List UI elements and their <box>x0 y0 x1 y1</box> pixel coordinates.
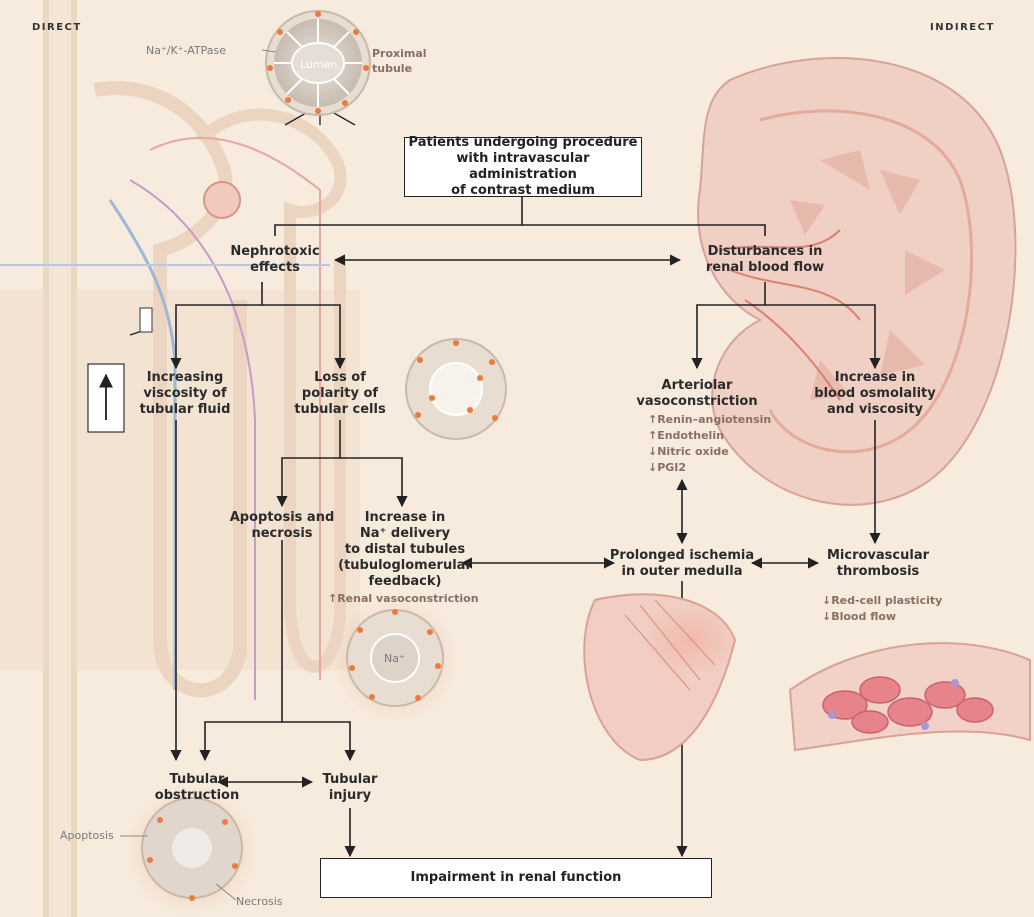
renal-vasoconstriction-note: ↑Renal vasoconstriction <box>328 591 479 607</box>
viscosity-line-3: tubular fluid <box>140 402 231 417</box>
polarity-line-2: polarity of <box>302 386 378 401</box>
na-delivery-line-5: feedback) <box>369 574 442 589</box>
apoptosis-necrosis-node: Apoptosis and necrosis <box>230 510 335 542</box>
tubule-inset-marker <box>140 308 152 332</box>
polarity-line-3: tubular cells <box>294 402 385 417</box>
start-line-3: of contrast medium <box>451 183 595 199</box>
obstruction-line-1: Tubular <box>170 772 225 787</box>
tubular-injury-node: Tubular injury <box>323 772 378 804</box>
tubular-obstruction-node: Tubular obstruction <box>155 772 239 804</box>
arteriolar-node: Arteriolar vasoconstriction <box>636 378 757 410</box>
start-line-2: with intravascular administration <box>405 151 641 183</box>
factor-renin: ↑Renin–angiotensin <box>648 413 771 426</box>
direct-label: DIRECT <box>32 22 82 33</box>
proximal-tubule-annotation: Proximal tubule <box>372 46 427 76</box>
disturbances-line-1: Disturbances in <box>708 244 823 259</box>
proximal-tubule-line-1: Proximal <box>372 47 427 60</box>
nephrotoxic-effects-node: Nephrotoxic effects <box>230 244 319 276</box>
arteriolar-line-1: Arteriolar <box>662 378 733 393</box>
polarity-cross-section <box>406 339 506 439</box>
ischemia-node: Prolonged ischemia in outer medulla <box>610 548 754 580</box>
factor-nitric-oxide: ↓Nitric oxide <box>648 445 729 458</box>
effect-red-cell-plasticity: ↓Red-cell plasticity <box>822 594 942 607</box>
necrosis-annotation: Necrosis <box>236 895 283 908</box>
na-delivery-line-1: Increase in <box>365 510 446 525</box>
apoptosis-necrosis-line-1: Apoptosis and <box>230 510 335 525</box>
thrombosis-line-2: thrombosis <box>837 564 920 579</box>
lumen-annotation: Lumen <box>300 58 337 71</box>
start-box: Patients undergoing procedure with intra… <box>404 137 642 197</box>
atpase-annotation: Na⁺/K⁺-ATPase <box>146 44 226 57</box>
disturbances-line-2: renal blood flow <box>706 260 824 275</box>
viscosity-line-2: viscosity of <box>143 386 226 401</box>
effect-blood-flow: ↓Blood flow <box>822 610 896 623</box>
polarity-node: Loss of polarity of tubular cells <box>294 370 385 418</box>
na-delivery-line-3: to distal tubules <box>345 542 465 557</box>
osmolality-line-3: and viscosity <box>827 402 923 417</box>
thrombosis-line-1: Microvascular <box>827 548 929 563</box>
factor-endothelin: ↑Endothelin <box>648 429 724 442</box>
nephrotoxic-line-2: effects <box>250 260 300 275</box>
disturbances-node: Disturbances in renal blood flow <box>706 244 824 276</box>
arteriolar-line-2: vasoconstriction <box>636 394 757 409</box>
indirect-label: INDIRECT <box>930 22 995 33</box>
viscosity-line-1: Increasing <box>147 370 224 385</box>
osmolality-line-2: blood osmolality <box>814 386 935 401</box>
sodium-delivery-node: Increase in Na⁺ delivery to distal tubul… <box>338 510 472 590</box>
impairment-box: Impairment in renal function <box>320 858 712 898</box>
injury-line-2: injury <box>329 788 371 803</box>
factor-pgi2: ↓PGI2 <box>648 461 686 474</box>
apoptosis-necrosis-line-2: necrosis <box>251 526 312 541</box>
obstruction-line-2: obstruction <box>155 788 239 803</box>
osmolality-node: Increase in blood osmolality and viscosi… <box>814 370 935 418</box>
polarity-line-1: Loss of <box>314 370 366 385</box>
thrombosis-node: Microvascular thrombosis <box>827 548 929 580</box>
nephrotoxic-line-1: Nephrotoxic <box>230 244 319 259</box>
thrombosis-effects-list: ↓Red-cell plasticity ↓Blood flow <box>822 593 942 625</box>
apoptosis-annotation: Apoptosis <box>60 829 114 842</box>
proximal-tubule-line-2: tubule <box>372 62 412 75</box>
osmolality-line-1: Increase in <box>835 370 916 385</box>
viscosity-node: Increasing viscosity of tubular fluid <box>140 370 231 418</box>
na-delivery-line-2: Na⁺ delivery <box>360 526 450 541</box>
arteriolar-factors-list: ↑Renin–angiotensin ↑Endothelin ↓Nitric o… <box>648 412 771 476</box>
na-delivery-line-4: (tubuloglomerular <box>338 558 472 573</box>
start-line-1: Patients undergoing procedure <box>409 135 638 151</box>
sodium-annotation: Na⁺ <box>384 652 405 665</box>
ischemia-line-2: in outer medulla <box>622 564 743 579</box>
injury-line-1: Tubular <box>323 772 378 787</box>
ischemia-line-1: Prolonged ischemia <box>610 548 754 563</box>
